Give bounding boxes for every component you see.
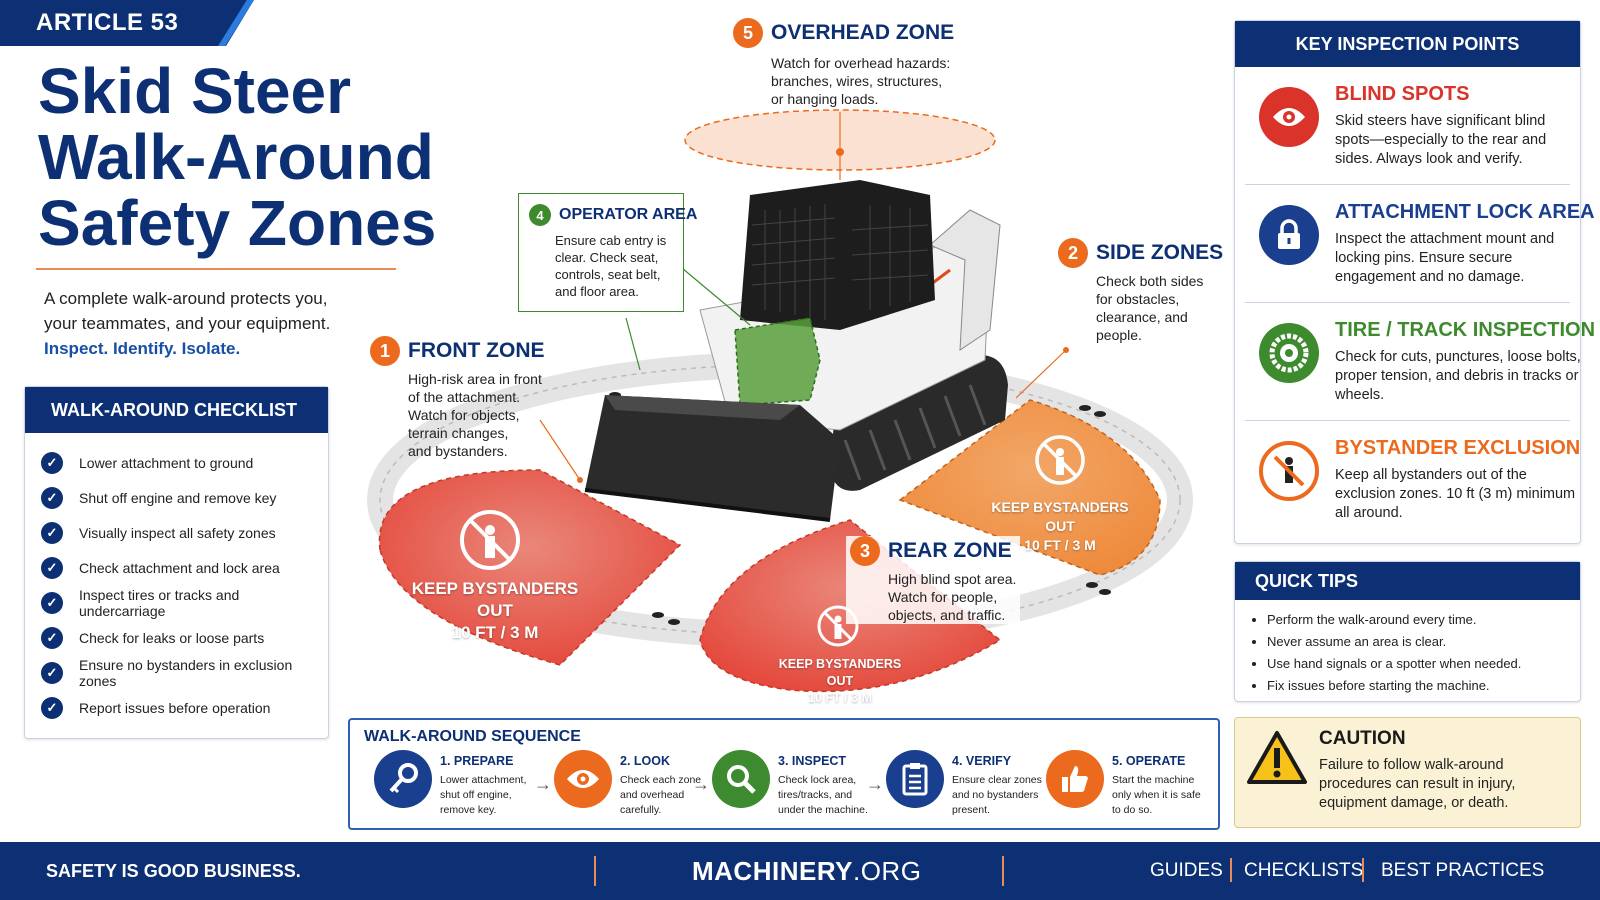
tip-item: Use hand signals or a spotter when neede… [1267,656,1580,678]
skid-steer-scene [367,109,1193,693]
quick-tips: QUICK TIPS Perform the walk-around every… [1234,561,1581,702]
front-exclusion-zone [378,469,682,666]
eye-icon [1259,87,1319,147]
page-title: Skid Steer Walk-Around Safety Zones [38,58,458,256]
footer-link-separator [1362,858,1364,882]
side-leader-line [1015,349,1067,399]
check-icon: ✓ [41,521,63,544]
tip-item: Never assume an area is clear. [1267,634,1580,656]
arrow-right-icon: → [534,774,552,794]
eye-icon [554,750,612,808]
title-line-3: Safety Zones [38,187,437,259]
motto-text: Inspect. Identify. Isolate. [44,339,241,358]
footer-divider [1002,856,1004,886]
title-line-1: Skid Steer [38,55,352,127]
checklist-item: ✓Visually inspect all safety zones [41,515,328,550]
checklist-item: ✓Shut off engine and remove key [41,480,328,515]
footer-link-separator [1230,858,1232,882]
front-marker [577,477,583,483]
no-bystander-icon [460,510,520,570]
overhead-marker [836,148,844,156]
arrow-right-icon: → [866,774,884,794]
footer-brand[interactable]: MACHINERY.ORG [692,856,922,886]
caution-title: CAUTION [1319,728,1406,749]
checklist-title: WALK-AROUND CHECKLIST [25,387,328,433]
check-icon: ✓ [41,696,63,719]
article-tag: ARTICLE 53 [0,0,254,46]
tire-icon [1259,323,1319,383]
title-line-2: Walk-Around [38,121,434,193]
sequence-title: WALK-AROUND SEQUENCE [364,728,581,745]
intro-text: A complete walk-around protects you, you… [44,289,331,333]
front-leader-line [539,419,581,481]
footer-divider [594,856,596,886]
side-marker [1063,347,1069,353]
title-divider [36,268,396,270]
footer-link-guides[interactable]: GUIDES [1150,860,1223,881]
check-icon: ✓ [41,626,63,649]
check-icon: ✓ [41,661,63,684]
no-bystander-icon [1035,435,1085,485]
key-points-title: KEY INSPECTION POINTS [1235,21,1580,67]
operator-leader-line-2 [625,317,641,371]
check-icon: ✓ [41,591,63,614]
check-icon: ✓ [41,451,63,474]
walk-around-checklist: WALK-AROUND CHECKLIST ✓Lower attachment … [24,386,329,739]
warning-icon [1247,731,1307,784]
tip-item: Perform the walk-around every time. [1267,612,1580,634]
tip-item: Fix issues before starting the machine. [1267,678,1580,700]
check-icon: ✓ [41,486,63,509]
lock-icon [1259,205,1319,265]
footer-link-checklists[interactable]: CHECKLISTS [1244,860,1364,881]
footer-link-best-practices[interactable]: BEST PRACTICES [1381,860,1545,881]
checklist-item: ✓Report issues before operation [41,690,328,725]
no-bystander-icon [1259,441,1319,501]
operator-area-highlight [734,317,821,406]
footer: SAFETY IS GOOD BUSINESS. MACHINERY.ORG G… [0,842,1600,900]
arrow-right-icon: → [692,774,710,794]
side-exclusion-zone [898,399,1161,576]
skid-steer-machine [584,180,1008,522]
clipboard-icon [886,750,944,808]
key-icon [374,750,432,808]
checklist-item: ✓Ensure no bystanders in exclusion zones [41,655,328,690]
quick-tips-title: QUICK TIPS [1235,562,1580,600]
checklist-item: ✓Lower attachment to ground [41,445,328,480]
thumbs-up-icon [1046,750,1104,808]
no-bystander-icon [817,605,859,647]
walk-path-dashed-line [379,364,1181,636]
checklist-item: ✓Inspect tires or tracks and undercarria… [41,585,328,620]
checklist-item: ✓Check for leaks or loose parts [41,620,328,655]
magnifier-icon [712,750,770,808]
check-icon: ✓ [41,556,63,579]
caution-text: Failure to follow walk-around procedures… [1319,757,1516,811]
footer-slogan: SAFETY IS GOOD BUSINESS. [46,861,301,881]
checklist-item: ✓Check attachment and lock area [41,550,328,585]
